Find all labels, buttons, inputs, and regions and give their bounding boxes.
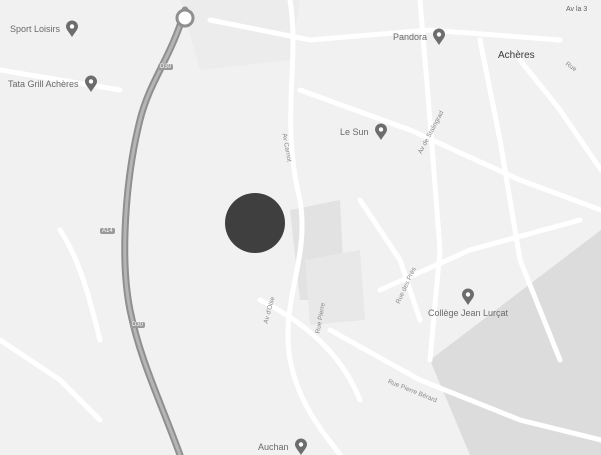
corner-street-label: Av la 3 <box>566 6 588 13</box>
poi-label: Sport Loisirs <box>10 24 61 34</box>
poi-auchan[interactable]: Auchan <box>258 438 309 455</box>
poi-label: Pandora <box>393 32 428 42</box>
poi-college-jean-lurcat[interactable]: Collège Jean Lurçat <box>428 288 508 318</box>
road-shield: D30 <box>158 64 174 70</box>
map-pin-icon <box>433 28 446 45</box>
map-pin-icon <box>294 438 307 455</box>
poi-tata-grill[interactable]: Tata Grill Achères <box>8 75 99 93</box>
poi-sport-loisirs[interactable]: Sport Loisirs <box>10 20 80 38</box>
poi-label: Tata Grill Achères <box>8 79 79 89</box>
poi-label: Auchan <box>258 442 289 452</box>
map-pin-icon <box>84 75 97 92</box>
poi-label: Le Sun <box>340 127 369 137</box>
poi-pandora[interactable]: Pandora <box>393 28 447 46</box>
map-pin-icon <box>374 123 387 140</box>
poi-le-sun[interactable]: Le Sun <box>340 123 389 141</box>
map-pin-icon <box>462 288 475 305</box>
town-label: Achères <box>498 50 535 61</box>
road-shield: A14 <box>100 228 115 234</box>
road-shield: D30 <box>130 322 146 328</box>
location-dot-icon[interactable] <box>225 193 285 253</box>
map-pin-icon <box>66 20 79 37</box>
poi-label: Collège Jean Lurçat <box>428 308 509 318</box>
